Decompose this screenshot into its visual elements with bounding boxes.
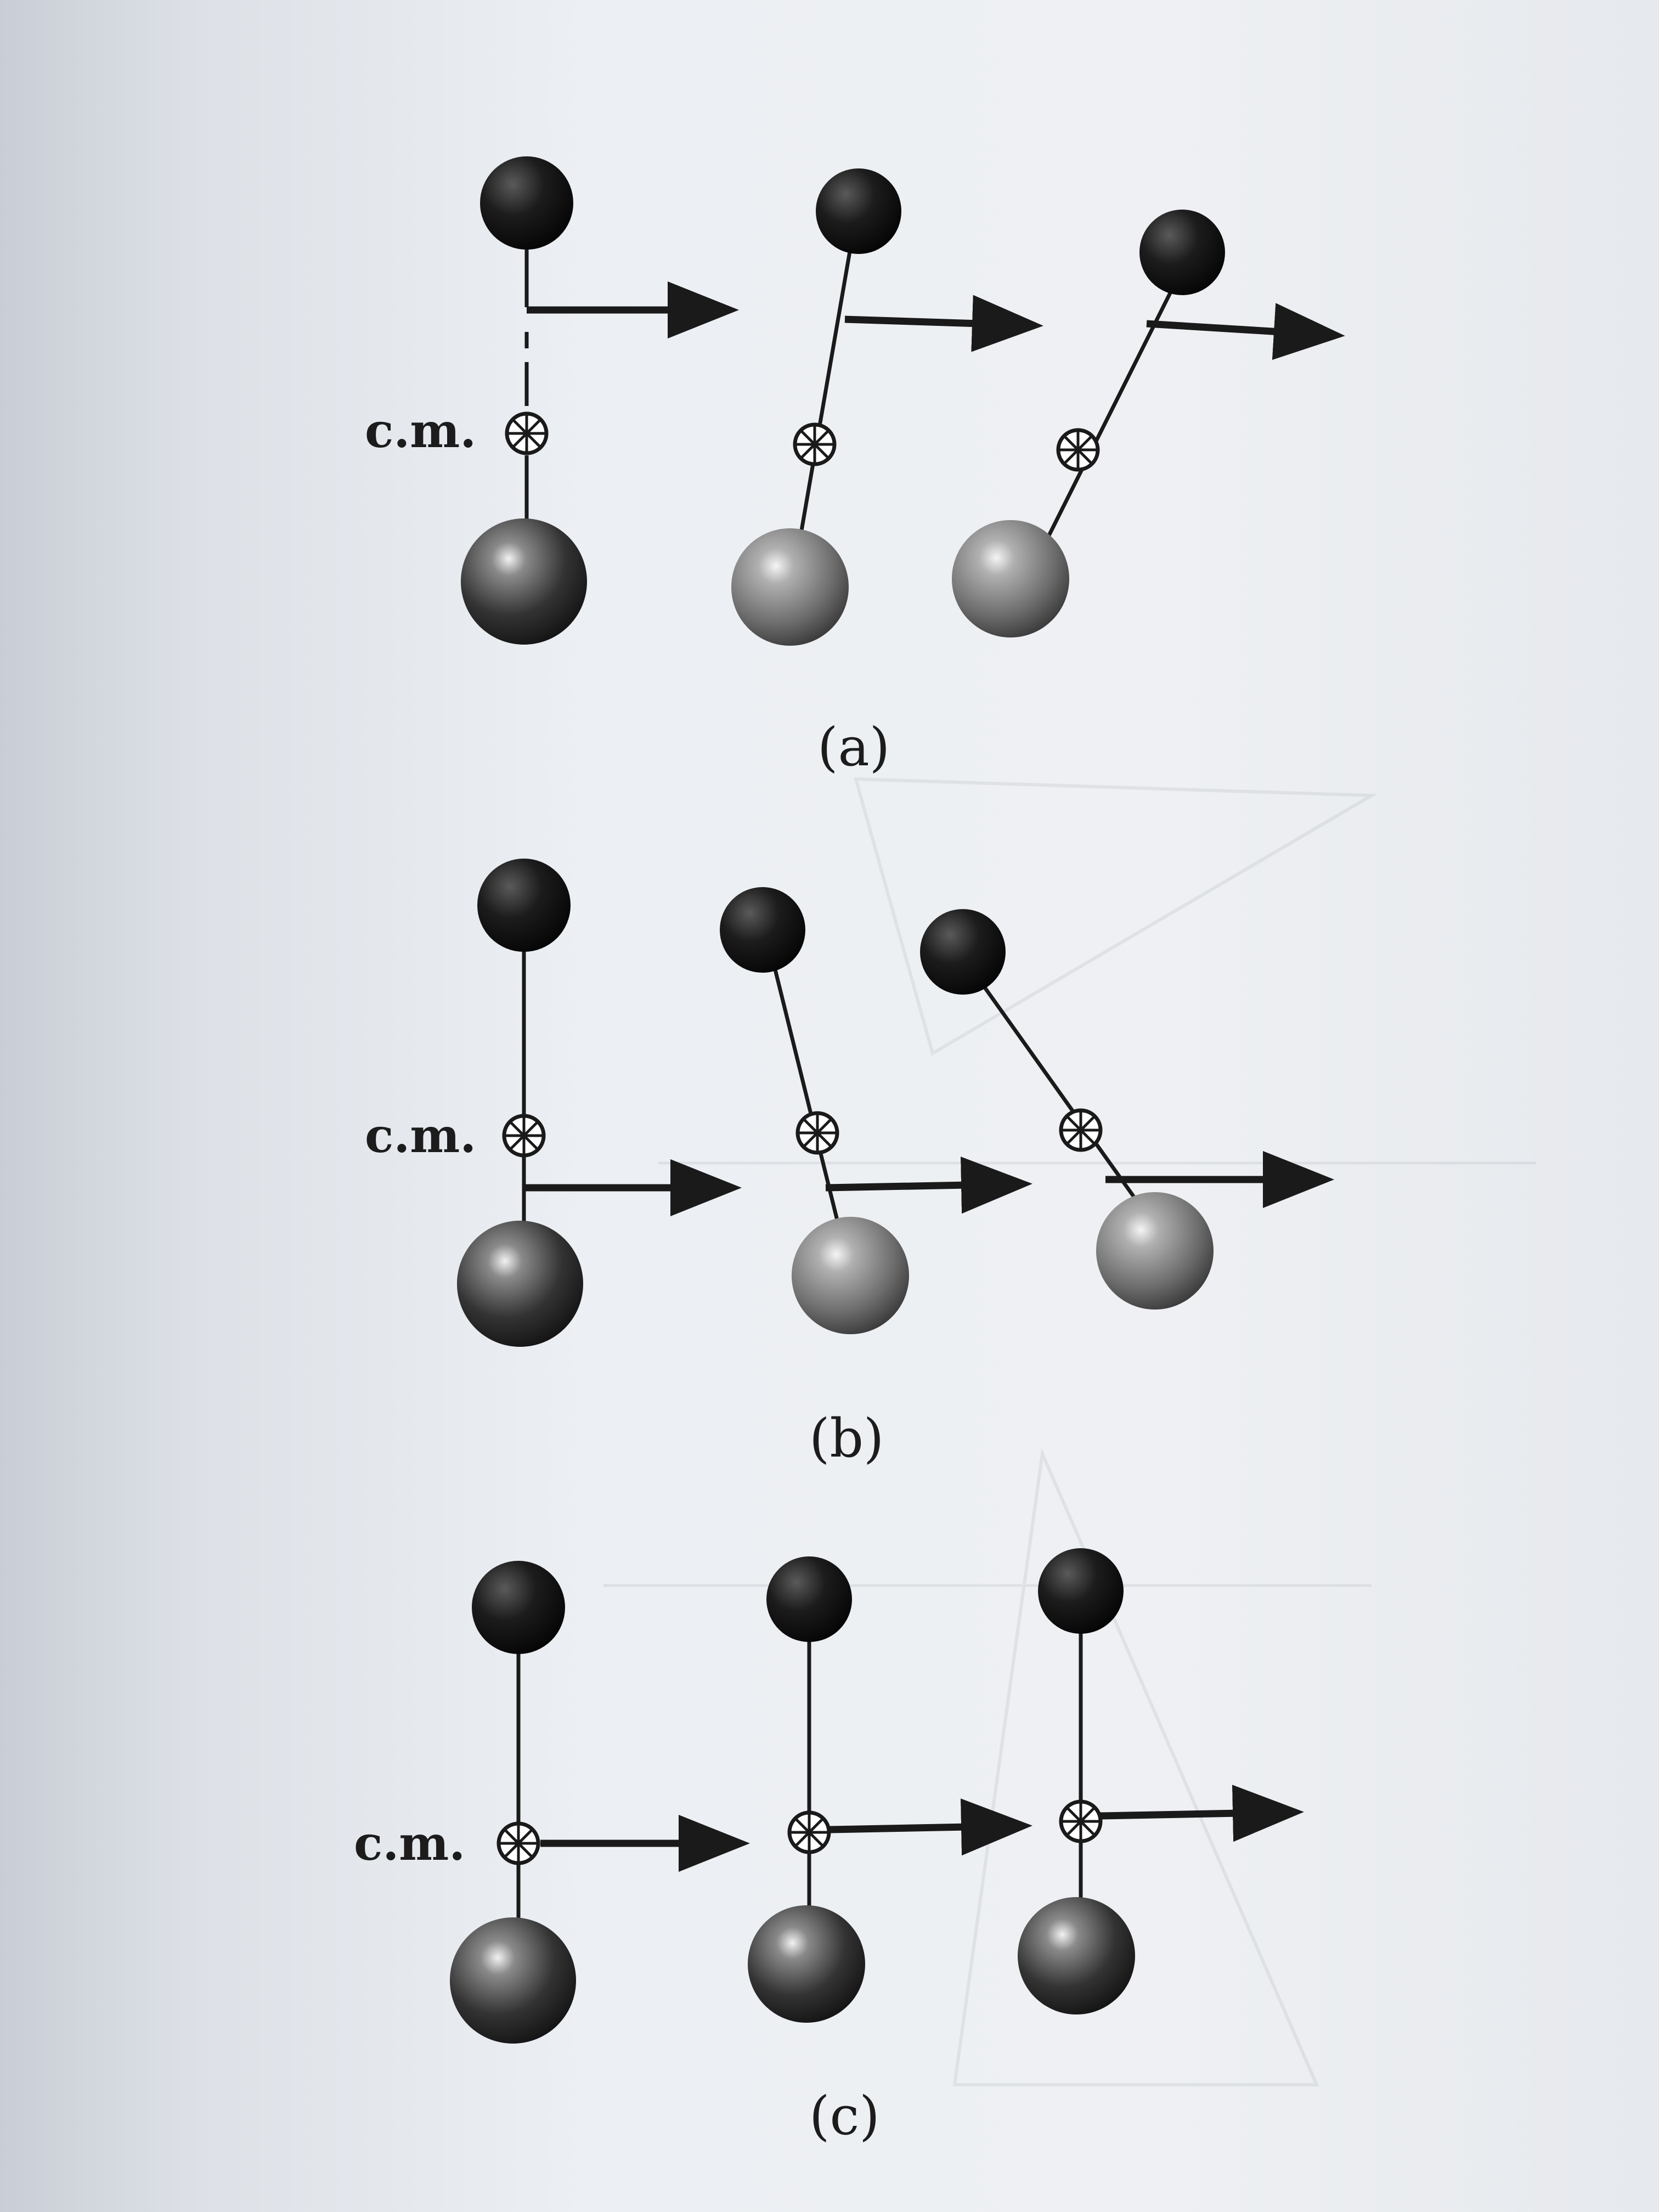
cm-marker-icon — [1059, 1799, 1103, 1843]
cm-label: c.m. — [365, 1108, 476, 1164]
small-mass — [477, 859, 571, 952]
dumbbell-b2 — [720, 887, 1032, 1334]
dumbbell-c2 — [748, 1556, 1032, 2023]
dumbbell-b3 — [920, 909, 1334, 1310]
rod — [797, 216, 858, 544]
bleed-through-decoration — [603, 777, 1536, 2086]
small-mass — [816, 168, 901, 254]
panel-b: c.m. — [365, 859, 1334, 1469]
small-mass — [766, 1556, 852, 1642]
small-mass — [1139, 210, 1225, 295]
small-mass — [480, 156, 573, 250]
cm-marker-icon — [1056, 428, 1100, 472]
large-mass — [731, 528, 849, 646]
panel-label-c: (c) — [809, 2085, 880, 2147]
cm-label: c.m. — [365, 403, 476, 459]
large-mass — [1096, 1192, 1214, 1310]
large-mass — [450, 1917, 576, 2044]
panel-a: c.m. — [365, 156, 1345, 778]
force-arrow-icon — [825, 1156, 1032, 1214]
panel-c: c.m. — [354, 1548, 1304, 2147]
large-mass — [952, 520, 1069, 637]
dumbbell-b1: c.m. — [365, 859, 742, 1347]
small-mass — [1038, 1548, 1124, 1634]
force-arrow-icon — [1099, 1785, 1304, 1842]
dumbbell-c3 — [1018, 1548, 1304, 2015]
large-mass — [1018, 1897, 1135, 2015]
dumbbell-a2 — [731, 168, 1043, 646]
rod — [766, 940, 842, 1229]
panel-label-b: (b) — [809, 1408, 884, 1469]
cm-marker-icon — [787, 1810, 831, 1854]
rod — [1043, 273, 1182, 544]
force-arrow-icon — [1146, 303, 1345, 360]
cm-label: c.m. — [354, 1816, 465, 1871]
rod — [969, 967, 1143, 1209]
large-mass — [461, 518, 587, 645]
large-mass — [748, 1905, 865, 2023]
small-mass — [720, 887, 805, 973]
panel-label-a: (a) — [817, 716, 890, 778]
cm-marker-icon — [1059, 1108, 1103, 1152]
small-mass — [472, 1561, 565, 1654]
large-mass — [457, 1221, 583, 1347]
cm-marker-icon — [793, 422, 837, 466]
dumbbell-c1: c.m. — [354, 1561, 750, 2044]
cm-marker-icon — [505, 411, 549, 455]
large-mass — [792, 1217, 909, 1334]
cm-marker-icon — [496, 1821, 540, 1865]
cm-marker-icon — [795, 1111, 839, 1155]
dumbbell-a3 — [952, 210, 1345, 637]
dumbbell-a1: c.m. — [365, 156, 739, 645]
force-arrow-icon — [828, 1798, 1032, 1856]
small-mass — [920, 909, 1006, 995]
force-arrow-icon — [844, 295, 1043, 352]
cm-marker-icon — [502, 1114, 546, 1158]
